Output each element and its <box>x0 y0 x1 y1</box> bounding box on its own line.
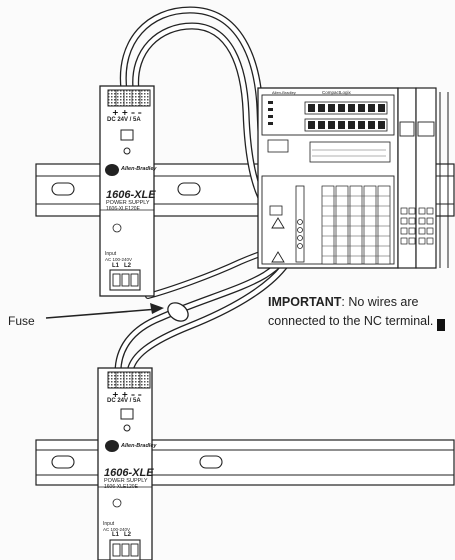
important-keyword: IMPORTANT <box>268 295 342 309</box>
top-psu-title: POWER SUPPLY <box>106 200 150 206</box>
top-psu-terminal-l1: L1 <box>112 263 120 269</box>
top-psu-catalog: 1606-XLE120E <box>106 206 140 212</box>
bottom-psu-brand: Allen-Bradley <box>121 443 157 449</box>
bottom-psu-terminal-l2: L2 <box>124 532 132 538</box>
top-psu-brand: Allen-Bradley <box>121 166 157 172</box>
controller-family: CompactLogix <box>322 90 351 95</box>
io-terminal-grid <box>321 185 391 265</box>
controller-brand: Allen-Bradley <box>272 90 296 95</box>
fuse-arrow <box>45 303 164 319</box>
bottom-psu-terminal-l1: L1 <box>112 532 120 538</box>
fuse-label: Fuse <box>8 314 35 328</box>
bottom-psu-input-rating: AC 100-240V <box>103 527 131 532</box>
important-text-line1: : No wires are <box>341 295 419 309</box>
bottom-power-supply: + + – – <box>97 367 153 560</box>
top-psu-input-label: Input <box>105 251 117 257</box>
marker-square <box>437 319 445 331</box>
bottom-psu-input-label: Input <box>103 521 115 527</box>
top-psu-output-rating: DC 24V / 5A <box>107 117 141 123</box>
top-power-supply: + + – – <box>99 85 155 297</box>
bottom-psu-catalog: 1606-XLE120E <box>104 484 138 490</box>
top-psu-input-rating: AC 100-240V <box>105 257 133 262</box>
top-terminal-row <box>304 101 388 132</box>
bottom-psu-output-rating: DC 24V / 5A <box>107 398 141 404</box>
fuse-icon <box>167 302 189 322</box>
important-text-line2: connected to the NC terminal. <box>268 314 434 328</box>
important-note: IMPORTANT: No wires are connected to the… <box>268 293 433 331</box>
bottom-psu-title: POWER SUPPLY <box>104 478 148 484</box>
compactlogix-controller <box>257 87 449 269</box>
svg-text:+ + – –: + + – – <box>112 390 142 399</box>
top-psu-terminal-l2: L2 <box>124 263 132 269</box>
bottom-psu-model: 1606-XLE <box>104 467 154 479</box>
top-psu-model: 1606-XLE <box>106 189 156 201</box>
svg-text:+ + – –: + + – – <box>112 108 142 117</box>
